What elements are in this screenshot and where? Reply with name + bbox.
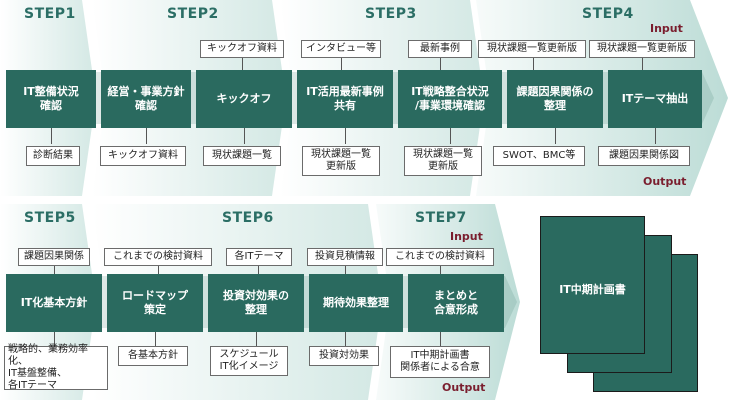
input-note-past-materials-1: これまでの検討資料 [104, 248, 212, 266]
connector [158, 266, 159, 274]
process-kickoff: キックオフ [196, 70, 292, 128]
output-note-diagnosis: 診断結果 [26, 146, 80, 166]
process-roi-analysis: 投資対効果の 整理 [208, 274, 304, 332]
input-label-row2: Input [450, 230, 483, 243]
output-note-kickoff-material: キックオフ資料 [100, 146, 186, 166]
connector [242, 58, 243, 70]
output-label-row2: Output [442, 381, 486, 394]
plan-document-title: IT中期計画書 [559, 283, 626, 296]
output-label-row1: Output [643, 175, 687, 188]
output-note-roi: 投資対効果 [309, 346, 379, 366]
process-expected-effects: 期待効果整理 [309, 274, 403, 332]
process-it-status-check: IT整備状況 確認 [6, 70, 96, 128]
output-note-basic-policies: 各基本方針 [118, 346, 188, 366]
connector [655, 128, 656, 144]
process-consensus: まとめと 合意形成 [408, 274, 504, 332]
input-note-interview: インタビュー等 [301, 40, 381, 58]
connector [256, 332, 257, 346]
step-label-7: STEP7 [415, 210, 467, 226]
connector [51, 128, 52, 144]
output-note-schedule: スケジュール IT化イメージ [210, 346, 288, 376]
input-label-row1: Input [650, 22, 683, 35]
input-note-issues-updated-1: 現状課題一覧更新版 [478, 40, 586, 58]
step-label-4: STEP4 [582, 6, 634, 22]
connector [555, 128, 556, 144]
output-note-plan-consensus: IT中期計画書 関係者による合意 [390, 346, 490, 378]
input-note-issues-updated-2: 現状課題一覧更新版 [589, 40, 695, 58]
input-note-investment-estimate: 投資見積情報 [307, 248, 383, 266]
input-note-causal-relation: 課題因果関係 [18, 248, 90, 266]
input-note-cases: 最新事例 [408, 40, 472, 58]
connector [345, 266, 346, 274]
output-note-policy-categories: 戦略的、業務効率化、 IT基盤整備、 各ITテーマ [4, 344, 108, 391]
connector [533, 58, 534, 70]
connector [440, 58, 441, 70]
connector [155, 332, 156, 346]
output-note-issue-list: 現状課題一覧 [203, 146, 281, 166]
process-it-basic-policy: IT化基本方針 [6, 274, 102, 332]
connector [642, 58, 643, 70]
process-business-policy-check: 経営・事業方針 確認 [101, 70, 191, 128]
step-label-1: STEP1 [24, 6, 76, 22]
connector [341, 58, 342, 70]
input-note-it-themes: 各ITテーマ [226, 248, 292, 266]
output-note-issue-list-updated-1: 現状課題一覧 更新版 [302, 146, 380, 176]
output-note-issue-list-updated-2: 現状課題一覧 更新版 [404, 146, 482, 176]
process-it-theme-extraction: ITテーマ抽出 [608, 70, 702, 128]
input-note-past-materials-2: これまでの検討資料 [386, 248, 494, 266]
connector [244, 128, 245, 144]
connector [345, 332, 346, 346]
process-roadmap: ロードマップ 策定 [107, 274, 203, 332]
output-note-swot-bmc: SWOT、BMC等 [493, 146, 585, 166]
connector [258, 266, 259, 274]
process-case-sharing: IT活用最新事例 共有 [297, 70, 393, 128]
connector [345, 128, 346, 144]
step-label-6: STEP6 [222, 210, 274, 226]
process-strategy-alignment: IT戦略整合状況 /事業環境確認 [398, 70, 502, 128]
output-note-causal-diagram: 課題因果関係図 [598, 146, 690, 166]
connector [146, 128, 147, 144]
connector [440, 266, 441, 274]
step-label-3: STEP3 [365, 6, 417, 22]
input-note-kickoff: キックオフ資料 [200, 40, 284, 58]
connector [440, 332, 441, 346]
plan-document-front: IT中期計画書 [540, 216, 645, 354]
connector [54, 332, 55, 346]
process-causal-analysis: 課題因果関係の 整理 [507, 70, 603, 128]
connector [54, 266, 55, 274]
step-label-5: STEP5 [24, 210, 76, 226]
step-label-2: STEP2 [167, 6, 219, 22]
connector [450, 128, 451, 144]
